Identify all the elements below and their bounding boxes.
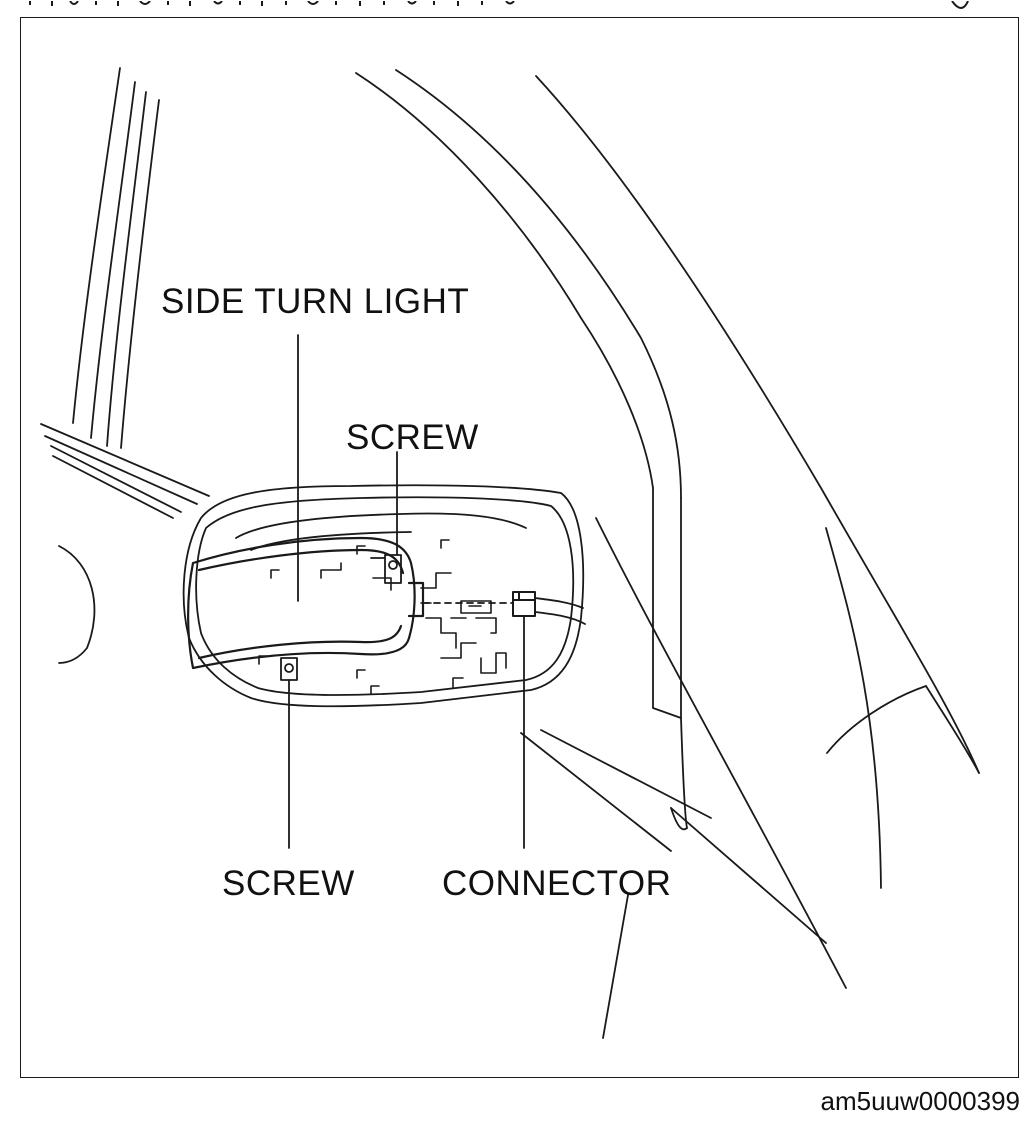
label-screw-lower: SCREW	[222, 864, 355, 903]
upper-screw-mount	[370, 554, 402, 584]
door-handle-arc	[58, 545, 96, 664]
a-pillar-lines	[355, 69, 980, 774]
diagram-frame: SIDE TURN LIGHT SCREW SCREW CONNECTOR	[20, 17, 1019, 1078]
figure-id: am5uuw0000399	[820, 1086, 1021, 1116]
connector-body	[512, 591, 536, 617]
cropped-text-fragment	[0, 0, 1028, 12]
leader-lines	[288, 334, 525, 849]
door-frame-lines	[72, 67, 160, 449]
lower-reference-line	[602, 894, 629, 1039]
bracket-markers	[258, 539, 464, 695]
wire-harness	[534, 597, 586, 625]
lower-body-lines	[520, 517, 882, 989]
body-curve-right	[826, 685, 980, 774]
label-side-turn-light: SIDE TURN LIGHT	[161, 282, 470, 321]
label-connector: CONNECTOR	[442, 864, 672, 903]
mirror-illustration	[40, 67, 980, 1039]
side-turn-light-lens	[187, 536, 425, 670]
door-belt-lines	[40, 423, 210, 519]
mirror-housing	[182, 484, 585, 708]
cropped-glyph-tops	[29, 0, 969, 9]
lower-screw-mount	[280, 657, 298, 681]
label-screw-upper: SCREW	[346, 418, 479, 457]
